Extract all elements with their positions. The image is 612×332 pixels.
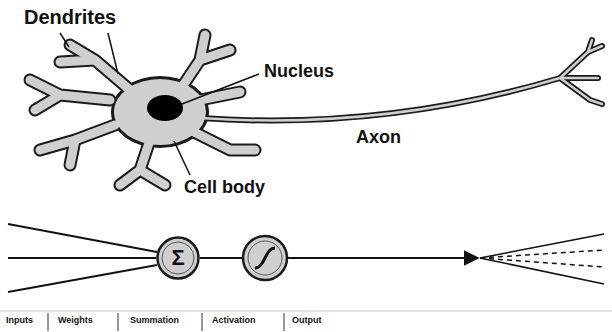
node-symbol: Σ	[171, 247, 184, 269]
row-rule	[0, 311, 612, 312]
cell-body	[114, 79, 206, 145]
dendrite-fill	[120, 140, 165, 185]
input-lines	[8, 224, 157, 292]
circle-inner-ring	[162, 242, 194, 274]
dendrite-fill	[40, 125, 115, 165]
dendrite	[180, 35, 230, 90]
summation-circle: Σ	[156, 236, 200, 280]
output-branch-dashed	[480, 258, 604, 267]
output-branch	[480, 258, 604, 284]
row-separator	[284, 313, 285, 331]
nucleus	[147, 95, 183, 121]
circle-shape	[158, 238, 199, 279]
dendrite-fill	[190, 130, 255, 150]
row-separator	[202, 313, 203, 331]
leader-line	[60, 33, 69, 47]
stage-label: Weights	[58, 316, 93, 326]
axon	[200, 40, 602, 121]
row-separator	[48, 313, 49, 331]
part-label: Dendrites	[24, 6, 116, 28]
dendrite-outlines	[30, 35, 255, 185]
stage-label: Activation	[212, 316, 256, 326]
dendrite-fill	[200, 92, 240, 100]
part-label: Cell body	[184, 178, 265, 198]
row-separator	[118, 313, 119, 331]
axon-outline	[200, 40, 602, 121]
leader-lines	[60, 33, 259, 175]
dendrite	[200, 92, 240, 100]
dendrite	[60, 45, 130, 90]
output-branch	[480, 234, 604, 258]
dendrite-fill	[30, 80, 110, 110]
part-label: Axon	[356, 128, 401, 148]
output-arrow	[287, 257, 478, 259]
dendrite	[40, 125, 115, 165]
dendrite-fill	[180, 35, 230, 90]
leader-line	[174, 141, 190, 175]
dendrite	[190, 130, 255, 150]
stage-label: Output	[292, 316, 322, 326]
input-line	[8, 265, 157, 292]
output-branches	[480, 234, 604, 284]
row-separators	[48, 313, 284, 331]
leader-line	[182, 74, 259, 104]
activation-symbol	[255, 248, 275, 268]
part-label: Nucleus	[264, 62, 334, 82]
dendrite	[30, 80, 110, 110]
dendrite-fill	[60, 45, 130, 90]
leader-line	[108, 33, 118, 74]
dendrite-fills	[30, 35, 255, 185]
input-line	[8, 224, 157, 252]
input-line	[8, 257, 156, 259]
activation-circle	[243, 236, 287, 280]
stage-label: Summation	[130, 316, 179, 326]
activation-inner-ring	[248, 241, 282, 275]
output-branch-dashed	[480, 250, 604, 258]
stage-label: Inputs	[6, 316, 33, 326]
link-line	[200, 257, 243, 259]
